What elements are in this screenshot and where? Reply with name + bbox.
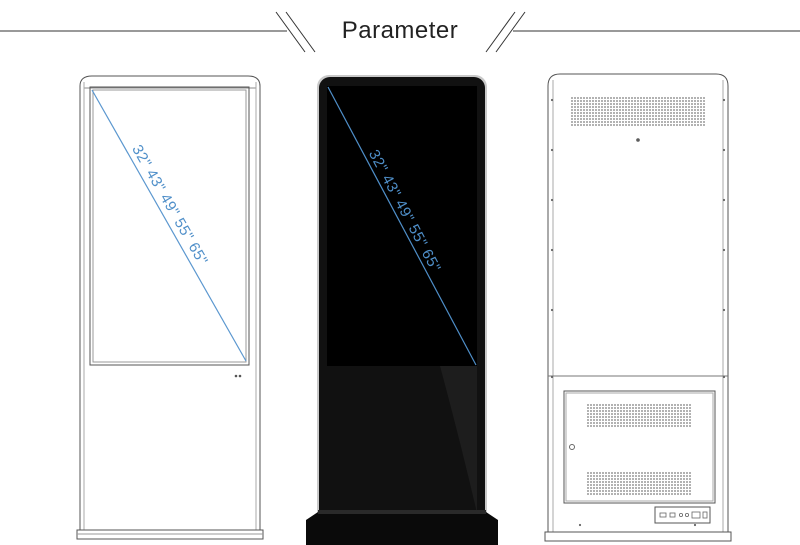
rear-vents [571, 97, 705, 495]
rear-screw-dots [550, 98, 726, 527]
screw-dot [550, 98, 554, 102]
black-kiosk [306, 75, 498, 545]
screw-dot [722, 98, 726, 102]
header-rule-left [0, 11, 316, 53]
screw-dot [722, 375, 726, 379]
page-title: Parameter [341, 17, 459, 44]
screw-dot [550, 375, 554, 379]
front-outline-kiosk [76, 75, 264, 540]
screw-dot [550, 308, 554, 312]
screw-dot [722, 308, 726, 312]
screw-dot [578, 523, 582, 527]
screw-dot [550, 148, 554, 152]
screw-dot [722, 248, 726, 252]
front-diagonal-line [91, 89, 247, 362]
screw-dot [693, 523, 697, 527]
rear-outline-kiosk [544, 73, 732, 542]
header-rule-right [485, 11, 800, 53]
screw-dot [722, 198, 726, 202]
screw-dot [550, 198, 554, 202]
screw-dot [550, 248, 554, 252]
screw-dot [722, 148, 726, 152]
black-diagonal-line [327, 86, 477, 366]
rear-port-panel [659, 511, 708, 519]
